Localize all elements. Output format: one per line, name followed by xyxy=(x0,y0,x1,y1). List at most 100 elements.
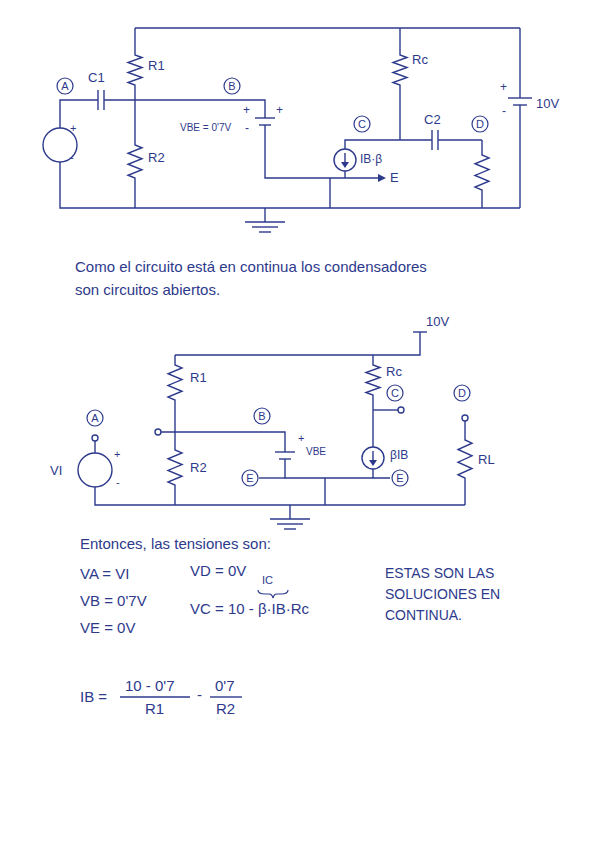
ground-symbol xyxy=(245,221,285,222)
node-letter-circle: B xyxy=(253,407,271,425)
ground-symbol xyxy=(252,226,278,227)
wire xyxy=(519,105,520,208)
component-label: C2 xyxy=(424,112,441,128)
capacitor-plate xyxy=(97,90,98,110)
component-label: R2 xyxy=(148,150,165,166)
equation-text: R2 xyxy=(216,700,235,718)
battery-plate xyxy=(275,451,295,452)
current-source-arrow xyxy=(372,451,373,461)
component-label: - xyxy=(245,121,249,135)
node-letter-circle: E xyxy=(391,469,409,487)
equation-text: VB = 0'7V xyxy=(80,592,147,610)
node-letter-circle: E xyxy=(241,469,259,487)
equation-text: VC = 10 - β·IB·Rc xyxy=(190,600,309,618)
arrow-head xyxy=(369,460,377,466)
wire xyxy=(265,125,378,178)
component-label: + xyxy=(276,103,283,117)
node-letter-circle: B xyxy=(223,77,241,95)
equation-text: IC xyxy=(262,574,273,587)
component-label: R1 xyxy=(190,370,207,386)
node-letter-circle: D xyxy=(453,384,471,402)
node-letter: A xyxy=(86,409,104,427)
equation-text: 0'7 xyxy=(215,677,235,695)
equation-text: 10 - 0'7 xyxy=(125,677,175,695)
resistor-symbol xyxy=(128,100,142,208)
wire xyxy=(438,139,482,140)
equation-text: VA = VI xyxy=(80,565,129,583)
note-text: RL xyxy=(478,452,495,468)
component-label: + xyxy=(114,448,120,461)
equation-text: Entonces, las tensiones son: xyxy=(80,535,271,553)
open-terminal xyxy=(92,435,98,441)
ground-symbol xyxy=(277,523,303,524)
arrow-head xyxy=(378,174,386,182)
wire xyxy=(175,332,420,355)
current-source-arrow xyxy=(344,153,345,163)
ground-symbol xyxy=(259,231,271,232)
wire xyxy=(344,171,345,178)
wire xyxy=(259,477,285,478)
component-label: C1 xyxy=(88,70,105,86)
node-letter-circle: A xyxy=(56,77,74,95)
wire xyxy=(519,28,520,98)
component-label: + xyxy=(70,122,76,135)
node-letter: C xyxy=(353,115,371,133)
battery-plate xyxy=(255,117,275,118)
wire xyxy=(60,100,98,128)
node-letter: C xyxy=(386,384,404,402)
component-label: + xyxy=(298,432,304,445)
equation-text: VD = 0V xyxy=(190,562,246,580)
equation-text: - xyxy=(197,686,202,704)
node-letter-circle: C xyxy=(353,115,371,133)
note-text: Como el circuito está en continua los co… xyxy=(75,256,455,301)
resistor-symbol xyxy=(366,355,380,410)
current-source-symbol xyxy=(334,149,356,171)
current-source-symbol xyxy=(362,447,384,469)
wire xyxy=(161,432,285,452)
wire xyxy=(372,410,373,447)
wire xyxy=(135,27,520,28)
node-letter: D xyxy=(471,115,489,133)
wire xyxy=(60,162,520,208)
resistor-symbol xyxy=(128,28,142,100)
component-label: VBE xyxy=(306,446,326,458)
node-letter: E xyxy=(241,469,259,487)
resistor-symbol xyxy=(458,421,472,505)
component-label: - xyxy=(502,104,506,118)
battery-plate xyxy=(508,97,532,98)
open-terminal xyxy=(155,429,161,435)
ground-symbol xyxy=(284,528,296,529)
resistor-symbol xyxy=(168,355,182,432)
ground-symbol xyxy=(270,518,310,519)
node-letter-circle: A xyxy=(86,409,104,427)
component-label: - xyxy=(116,476,120,489)
node-letter-circle: C xyxy=(386,384,404,402)
component-label: IB·β xyxy=(360,152,382,166)
node-letter: B xyxy=(253,407,271,425)
component-label: 10V xyxy=(426,314,449,330)
wire xyxy=(104,100,265,118)
node-letter-circle: D xyxy=(471,115,489,133)
component-label: R2 xyxy=(190,460,207,476)
node-letter: B xyxy=(223,77,241,95)
component-label: 10V xyxy=(536,96,559,112)
capacitor-plate xyxy=(431,130,432,150)
equation-text: R1 xyxy=(145,700,164,718)
node-letter: E xyxy=(391,469,409,487)
component-label: Rc xyxy=(412,52,428,68)
wire xyxy=(373,409,398,410)
wire xyxy=(95,487,465,505)
resistor-symbol xyxy=(475,140,489,208)
component-label: Rc xyxy=(386,364,402,380)
note-text: ESTAS SON LAS SOLUCIONES EN CONTINUA. xyxy=(385,563,515,626)
component-label: E xyxy=(390,170,399,186)
node-letter: A xyxy=(56,77,74,95)
resistor-symbol xyxy=(168,432,182,505)
node-letter: D xyxy=(453,384,471,402)
resistor-symbol xyxy=(393,28,407,140)
wire xyxy=(94,441,95,453)
component-label: + xyxy=(500,80,507,94)
brace xyxy=(258,590,288,598)
fraction-bar xyxy=(120,696,190,697)
